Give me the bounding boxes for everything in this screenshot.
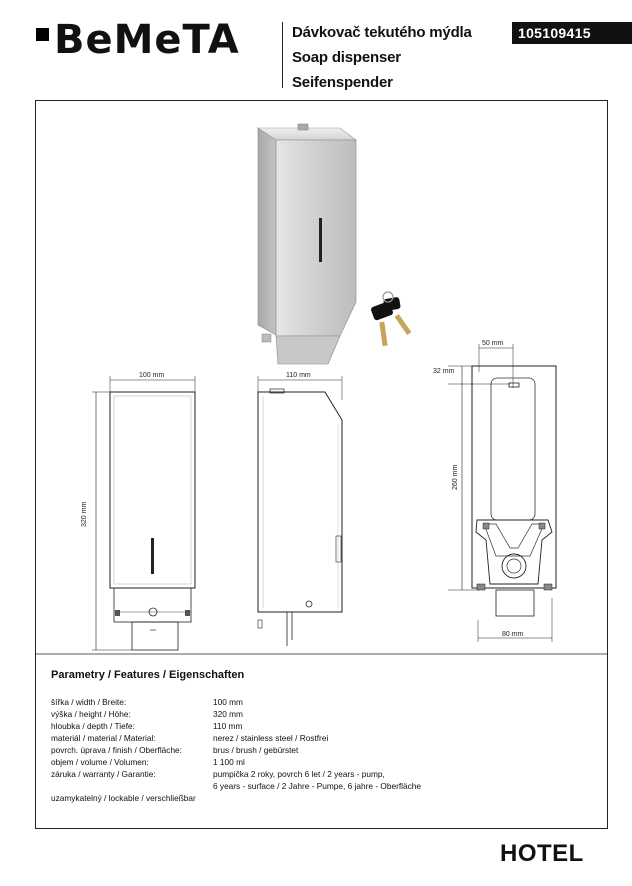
- param-value: brus / brush / gebürstet: [213, 745, 299, 755]
- dim-back-spacing: 260 mm: [452, 465, 459, 490]
- logo-square-mark: [36, 28, 49, 41]
- parameters-heading: Parametry / Features / Eigenschaften: [51, 669, 245, 681]
- title-czech: Dávkovač tekutého mýdla: [292, 24, 472, 41]
- dim-front-height: 320 mm: [81, 502, 88, 527]
- param-value: 1 100 ml: [213, 757, 245, 767]
- param-label: povrch. úprava / finish / Oberfläche:: [51, 745, 182, 755]
- param-value-line-1: pumpička 2 roky, povrch 6 let / 2 years …: [213, 769, 385, 779]
- photo-front-panel: [275, 139, 357, 337]
- param-label: záruka / warranty / Garantie:: [51, 769, 156, 779]
- header-divider: [282, 22, 283, 88]
- product-photo: [257, 123, 357, 365]
- content-frame: [35, 100, 608, 829]
- param-label: šířka / width / Breite:: [51, 697, 127, 707]
- photo-bottom-tab: [261, 333, 272, 343]
- param-value: 320 mm: [213, 709, 243, 719]
- back-view-drawing: [448, 344, 557, 642]
- category-label: HOTEL: [500, 840, 584, 867]
- param-footer-text: uzamykatelný / lockable / verschließbar: [51, 793, 196, 803]
- brand-name: BeMeTA: [54, 17, 240, 63]
- dim-side-depth: 110 mm: [286, 372, 311, 379]
- param-value: 110 mm: [213, 721, 243, 731]
- photo-side-panel: [257, 127, 277, 336]
- param-label: materiál / material / Material:: [51, 733, 156, 743]
- brand-logo: BeMeTA: [36, 17, 251, 63]
- photo-lock-cylinder: [297, 123, 309, 131]
- param-value-line-2: 6 years - surface / 2 Jahre - Pumpe, 6 j…: [213, 781, 421, 791]
- param-label: objem / volume / Volumen:: [51, 757, 149, 767]
- param-value: 100 mm: [213, 697, 243, 707]
- product-code: 105109415: [512, 22, 632, 44]
- dim-back-bottom: 80 mm: [502, 631, 524, 638]
- dim-back-slot: 50 mm: [482, 340, 504, 347]
- front-view-drawing: [92, 376, 196, 651]
- param-label: hloubka / depth / Tiefe:: [51, 721, 135, 731]
- photo-pump-cover: [275, 335, 341, 365]
- title-german: Seifenspender: [292, 74, 393, 91]
- keys-icon: [371, 291, 412, 347]
- param-value: nerez / stainless steel / Rostfrei: [213, 733, 329, 743]
- photo-level-window: [319, 218, 322, 262]
- side-view-drawing: [257, 376, 343, 646]
- title-english: Soap dispenser: [292, 49, 401, 66]
- dim-back-top: 32 mm: [433, 368, 455, 375]
- dim-front-width: 100 mm: [139, 372, 164, 379]
- param-label: výška / height / Höhe:: [51, 709, 131, 719]
- product-titles: Dávkovač tekutého mýdla Soap dispenser S…: [292, 20, 472, 95]
- param-value: pumpička 2 roky, povrch 6 let / 2 years …: [213, 768, 421, 792]
